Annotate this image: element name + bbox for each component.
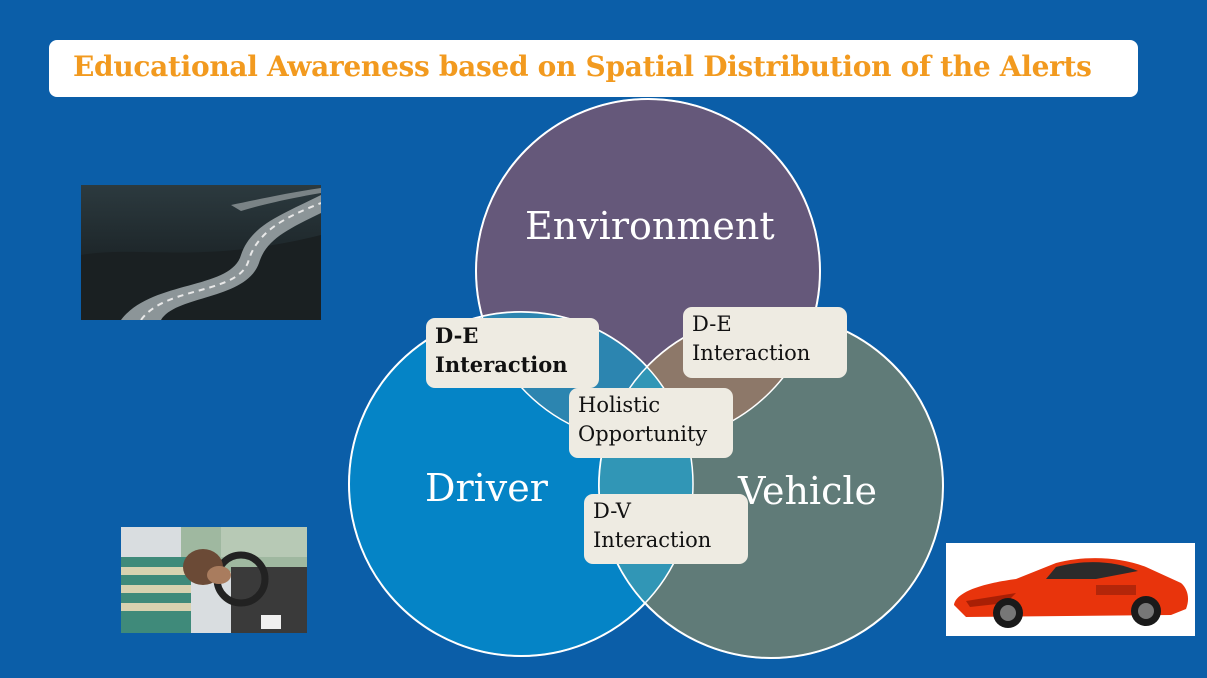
tag-line-1: D-E xyxy=(692,312,732,336)
tag-line-2: Interaction xyxy=(692,341,811,365)
tag-line-1: D-V xyxy=(593,499,631,523)
dv-interaction-tag: D-V Interaction xyxy=(584,494,748,564)
title-bar: Educational Awareness based on Spatial D… xyxy=(49,40,1138,97)
tag-line-1: Holistic xyxy=(578,393,661,417)
driver-label: Driver xyxy=(425,466,548,510)
winding-road-image xyxy=(81,185,321,320)
tag-line-1: D-E xyxy=(435,323,479,348)
de-interaction-left-tag: D-E Interaction xyxy=(426,318,599,388)
slide-title: Educational Awareness based on Spatial D… xyxy=(73,50,1092,83)
tag-line-2: Opportunity xyxy=(578,422,708,446)
de-interaction-right-tag: D-E Interaction xyxy=(683,307,847,378)
tag-line-2: Interaction xyxy=(435,352,568,377)
vehicle-label: Vehicle xyxy=(738,469,877,513)
holistic-opportunity-tag: Holistic Opportunity xyxy=(569,388,733,458)
sports-car-image xyxy=(946,543,1195,636)
environment-label: Environment xyxy=(525,204,775,248)
tag-line-2: Interaction xyxy=(593,528,712,552)
tired-driver-image xyxy=(121,527,307,633)
